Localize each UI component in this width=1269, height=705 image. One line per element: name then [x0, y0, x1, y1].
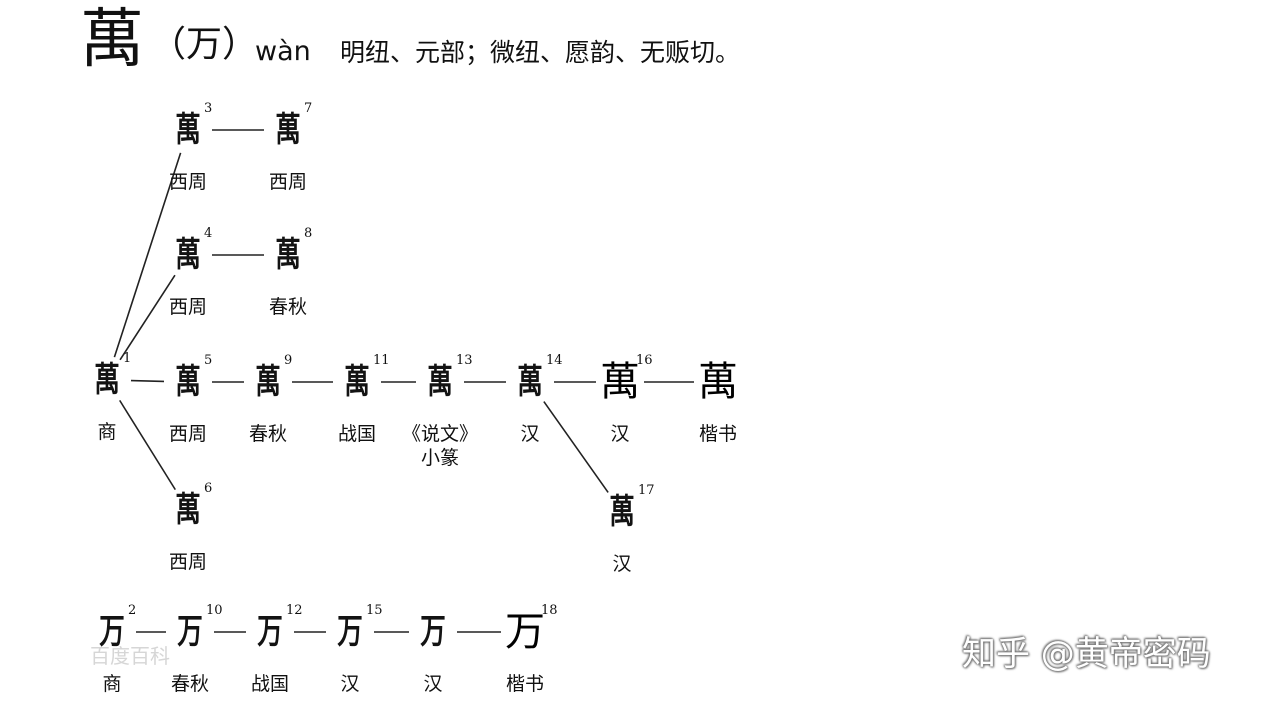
glyph-n16: 萬 — [600, 359, 640, 405]
glyph-n7: 萬 — [275, 110, 301, 150]
glyph-number-n10: 10 — [206, 603, 223, 618]
edge-n1-n5 — [130, 379, 165, 383]
glyph-number-n14: 14 — [546, 353, 563, 368]
period-label-n18: 楷书 — [505, 673, 544, 695]
glyph-number-n6: 6 — [204, 481, 213, 496]
glyph-n15: 万 — [337, 612, 363, 652]
glyph-number-n12: 12 — [286, 603, 303, 618]
edge-n1-n4 — [119, 274, 176, 361]
period-label-n1: 商 — [97, 421, 117, 443]
period-label-n8: 春秋 — [268, 296, 307, 318]
simplified-form: （万） — [150, 24, 259, 65]
glyph-n2: 万 — [99, 612, 125, 652]
glyph-n14: 萬 — [517, 362, 543, 402]
glyph-number-n1: 1 — [123, 351, 132, 366]
glyph-number-n8: 8 — [304, 226, 313, 241]
glyph-n4: 萬 — [175, 235, 201, 275]
watermark-baike: 百度百科 — [90, 644, 170, 668]
glyph-number-n5: 5 — [204, 353, 213, 368]
edge-n14-n17 — [543, 401, 609, 493]
glyph-number-n4: 4 — [204, 226, 213, 241]
period-label-n14: 汉 — [520, 423, 540, 445]
glyph-number-n13: 13 — [456, 353, 473, 368]
period-label-n15: 汉 — [340, 673, 360, 695]
period-label-n9: 春秋 — [248, 423, 287, 445]
edge-n1-n3 — [113, 152, 182, 358]
glyph-n10: 万 — [177, 612, 203, 652]
period-label-n4: 西周 — [168, 296, 207, 318]
glyph-n18: 万 — [505, 609, 545, 655]
glyph-n9: 萬 — [255, 362, 281, 402]
period-label-n7: 西周 — [268, 171, 307, 193]
glyph-n6: 萬 — [175, 490, 201, 530]
glyph-number-n7: 7 — [304, 101, 313, 116]
glyph-n16b: 萬 — [698, 359, 738, 405]
glyph-n17: 萬 — [609, 492, 635, 532]
period-label-n5: 西周 — [168, 423, 207, 445]
period-label-n2: 商 — [102, 673, 122, 695]
period-label-n16: 汉 — [610, 423, 630, 445]
glyph-n3: 萬 — [175, 110, 201, 150]
glyph-n12: 万 — [257, 612, 283, 652]
glyph-number-n3: 3 — [204, 101, 213, 116]
glyph-number-n2: 2 — [128, 603, 137, 618]
pinyin: wàn — [255, 36, 311, 67]
glyph-n5: 萬 — [175, 362, 201, 402]
glyph-number-n16: 16 — [636, 353, 653, 368]
period-label-n12: 战国 — [250, 673, 289, 695]
period-label-n17: 汉 — [612, 553, 632, 575]
period-label-n11: 战国 — [337, 423, 376, 445]
glyph-number-n17: 17 — [638, 483, 655, 498]
glyph-number-n18: 18 — [541, 603, 558, 618]
edge-n1-n6 — [119, 399, 176, 491]
glyph-n11: 萬 — [344, 362, 370, 402]
glyph-n18a: 万 — [420, 612, 446, 652]
period-label-n6: 西周 — [168, 551, 207, 573]
period-label-n18a: 汉 — [423, 673, 443, 695]
period-label-n16b: 楷书 — [698, 423, 737, 445]
glyph-n1: 萬 — [94, 360, 120, 400]
watermark: 知乎 @黄帝密码 — [962, 634, 1211, 674]
glyph-number-n15: 15 — [366, 603, 383, 618]
period-label-n13: 《说文》小篆 — [401, 423, 478, 469]
phonology-note: 明纽、元部；微纽、愿韵、无贩切。 — [340, 38, 741, 67]
period-label-n3: 西周 — [168, 171, 207, 193]
glyph-number-n9: 9 — [284, 353, 293, 368]
headword-character: 萬 — [80, 3, 144, 77]
glyph-number-n11: 11 — [373, 353, 390, 368]
glyph-n13: 萬 — [427, 362, 453, 402]
glyph-n8: 萬 — [275, 235, 301, 275]
period-label-n10: 春秋 — [170, 673, 209, 695]
